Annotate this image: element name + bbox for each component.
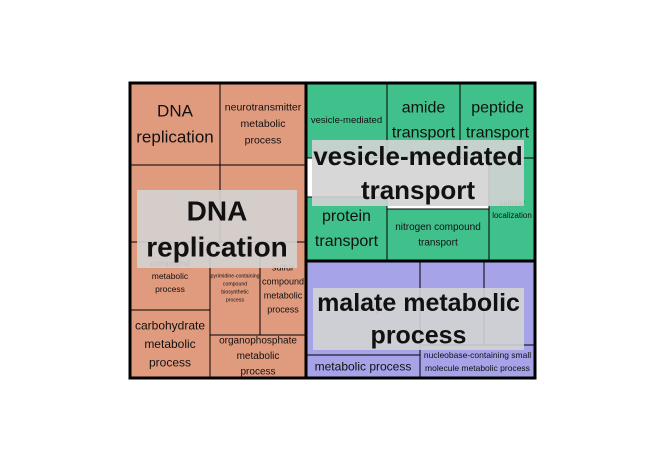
- group-label-box: [313, 288, 524, 350]
- tile-label-line-1: neurotransmitter: [225, 102, 302, 114]
- tile-malate-metabolic-process-2: metabolic process: [305, 354, 421, 379]
- tile-label-line-2: metabolic: [152, 271, 189, 281]
- group-label-text-line-1: DNA: [187, 195, 248, 226]
- tile-dna-replication-2: neurotransmitter metabolic process: [219, 82, 307, 166]
- tile-label-line-2: metabolic: [237, 351, 280, 362]
- group-label-vesicle-mediated-transport: vesicle-mediated transport: [312, 140, 524, 206]
- group-label-text-line-1: malate metabolic: [317, 289, 520, 317]
- tile-label-line-3: process: [155, 284, 185, 294]
- tile-vesicle-mediated-transport-6: nitrogen compound transport: [386, 208, 490, 262]
- tile-rect: [386, 208, 490, 262]
- tile-dna-replication-8: carbohydrate metabolic process: [129, 309, 211, 379]
- tile-label-line-2: replication: [136, 128, 214, 147]
- tile-label-line-2: compound: [223, 281, 247, 287]
- tile-dna-replication-9: organophosphate metabolic process: [209, 334, 307, 379]
- tile-label-line-1: amide: [402, 100, 446, 117]
- tile-label-line-1: pyrimidine-containing: [210, 273, 259, 279]
- tile-label-line-3: metabolic: [264, 290, 303, 300]
- group-label-text-line-2: transport: [361, 175, 475, 205]
- tile-label-line-1: organophosphate: [219, 336, 297, 347]
- group-label-box: [137, 190, 297, 268]
- tile-label-line-3: process: [240, 367, 275, 378]
- tile-label-line-3: biosynthetic: [221, 290, 249, 296]
- tile-dna-replication-1: DNA replication: [129, 82, 221, 166]
- tile-label-line-1: DNA: [157, 101, 194, 120]
- tile-vesicle-mediated-transport-5: protein transport: [305, 196, 388, 262]
- tile-label-line-1: peptide: [471, 100, 524, 117]
- group-vesicle-mediated-transport: vesicle-mediated amide transport peptide tra…: [305, 82, 536, 262]
- tile-label-line-2: transport: [392, 124, 456, 141]
- tile-label-line-3: process: [245, 134, 282, 146]
- tile-rect: [305, 196, 388, 262]
- tile-label-line-1: protein: [322, 208, 371, 225]
- group-label-text-line-1: vesicle-mediated: [313, 141, 523, 171]
- tile-label-line-2: molecule metabolic process: [425, 363, 530, 373]
- tile-label-line-2: transport: [418, 237, 458, 248]
- tile-label-line-1: nitrogen compound: [395, 222, 481, 233]
- tile-label-line-2: compound: [262, 277, 304, 287]
- group-label-text-line-2: replication: [146, 232, 288, 263]
- tile-label-line-2: transport: [466, 124, 530, 141]
- tile-label-line-2: metabolic: [144, 337, 195, 351]
- tile-label-line-1: metabolic process: [315, 360, 412, 374]
- tile-label-line-4: process: [226, 298, 245, 304]
- tile-label-line-2: metabolic: [241, 118, 286, 130]
- tile-rect: [129, 82, 221, 166]
- group-label-box: [312, 140, 524, 206]
- tile-label-line-2: transport: [315, 233, 379, 250]
- tile-label-line-2: localization: [492, 211, 532, 220]
- group-label-text-line-2: process: [371, 321, 467, 349]
- tile-label-line-1: carbohydrate: [135, 318, 205, 332]
- group-border-malate-metabolic-process: [304, 259, 537, 380]
- tile-rect: [129, 309, 211, 379]
- tile-rect: [209, 334, 307, 379]
- tile-label-line-4: process: [267, 304, 299, 314]
- tile-label-line-1: nucleobase-containing small: [424, 350, 531, 360]
- tile-rect: [219, 82, 307, 166]
- tile-malate-metabolic-process-3: nucleobase-containing small molecule meta…: [419, 344, 536, 379]
- tile-label-line-3: process: [149, 356, 191, 370]
- group-label-malate-metabolic-process: malate metabolic process: [313, 288, 524, 350]
- group-label-dna-replication: DNA replication: [137, 190, 297, 268]
- tile-label-line-1: vesicle-mediated: [311, 115, 382, 126]
